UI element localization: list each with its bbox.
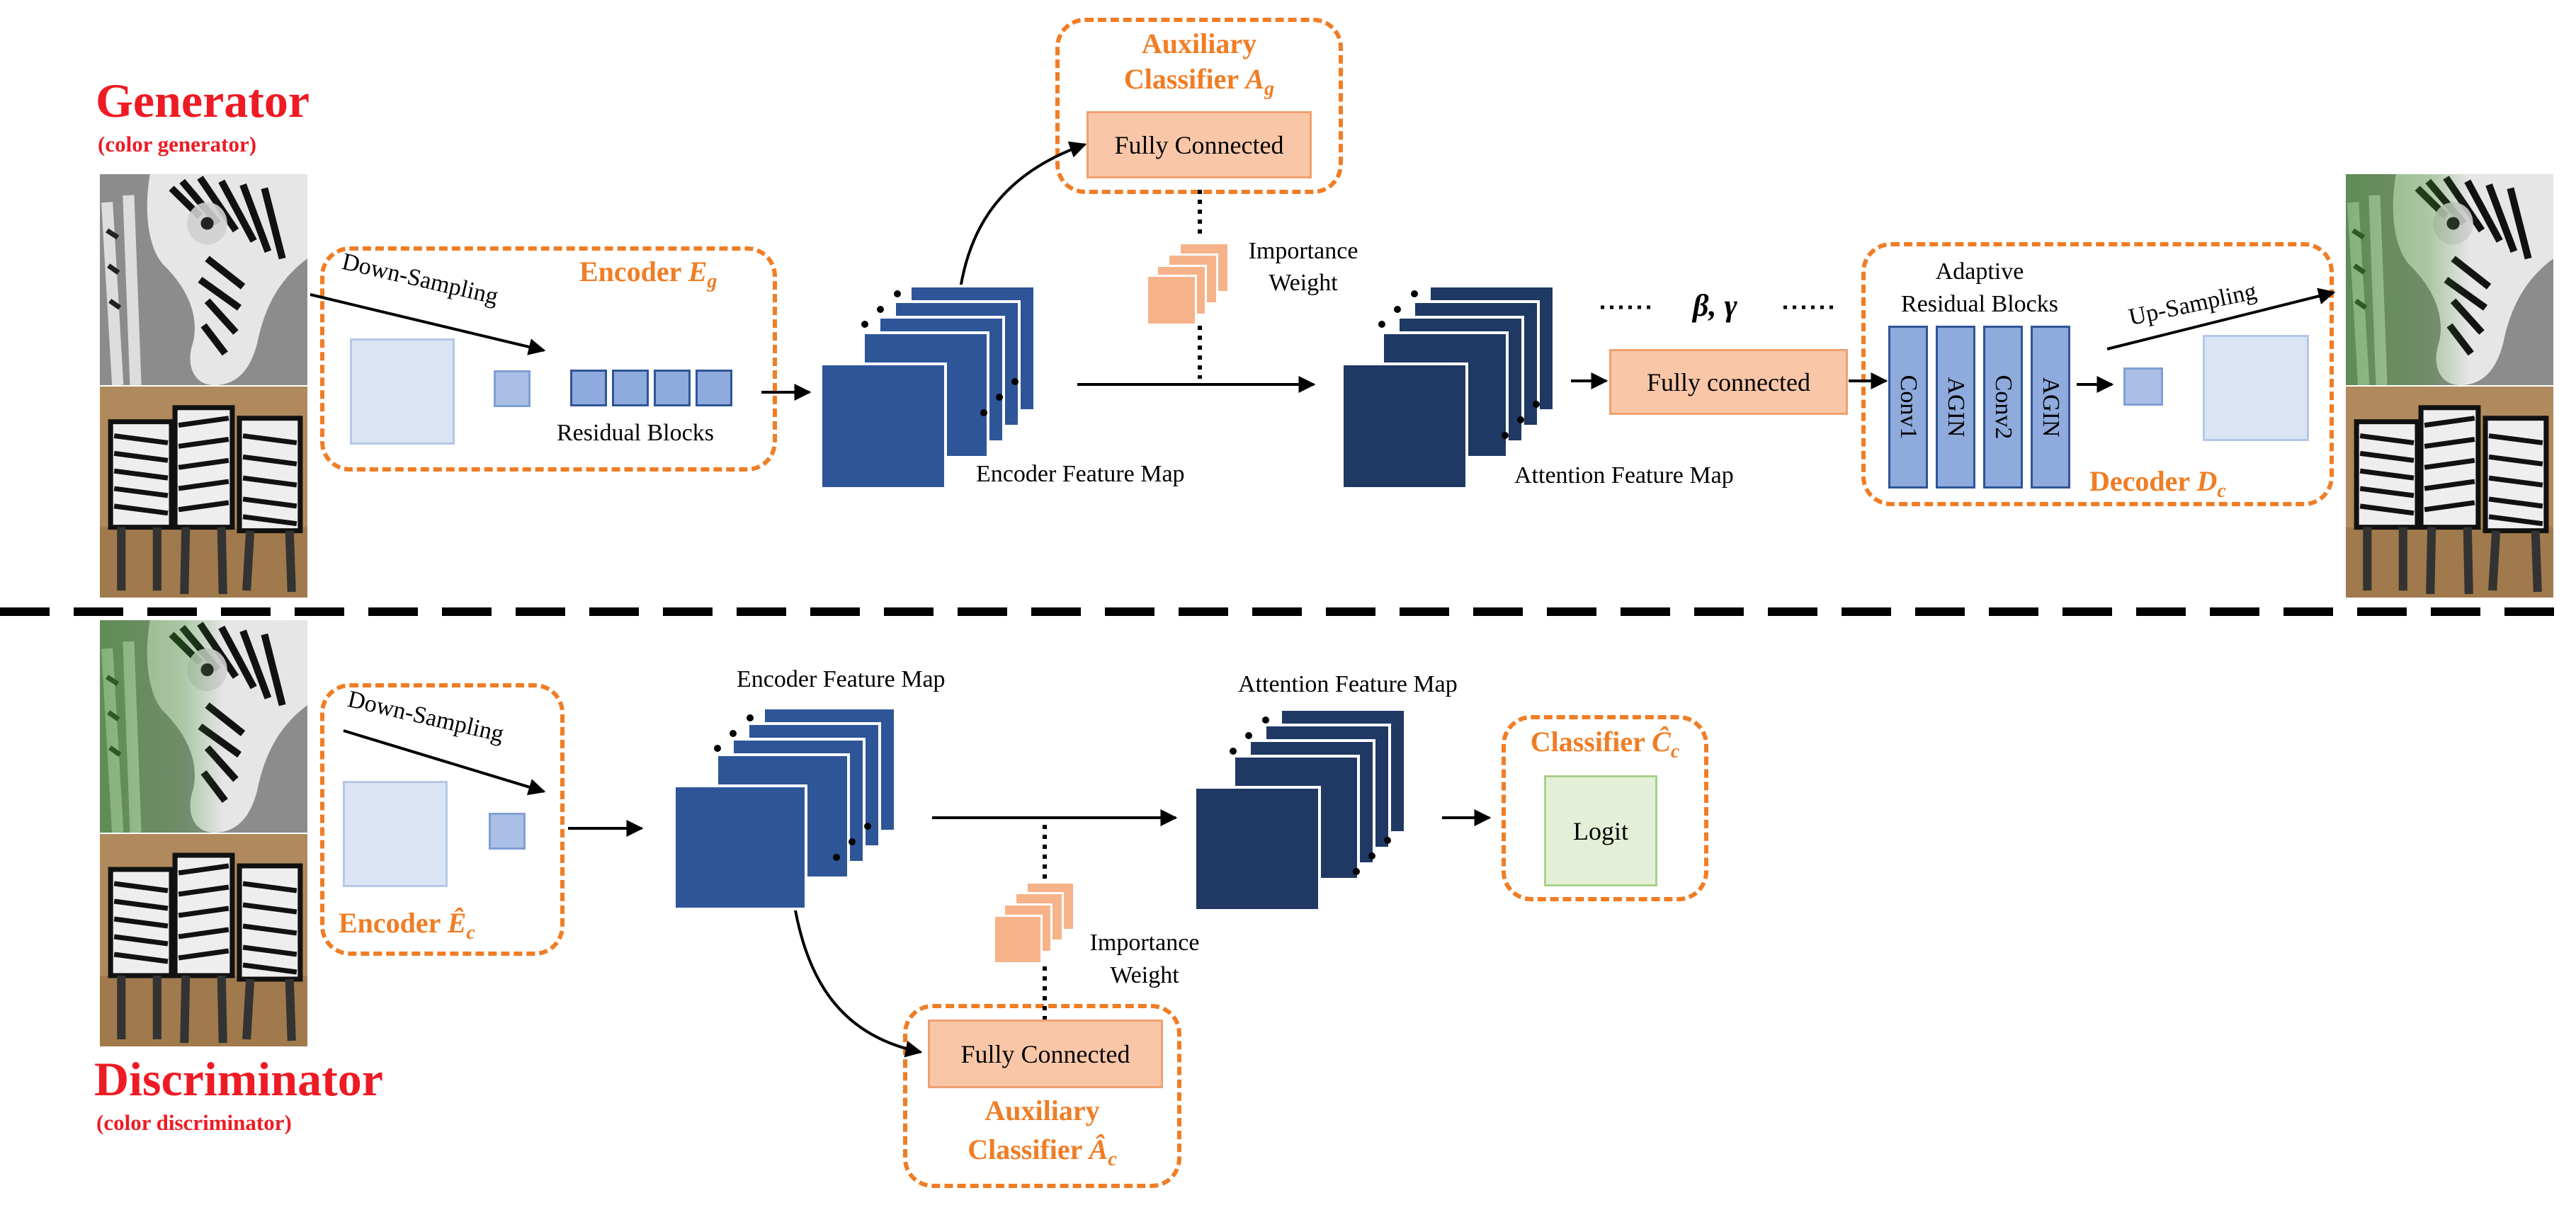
ellipsis-dot [1502, 432, 1509, 439]
ellipsis-dot [861, 321, 868, 328]
gen-fully-connected-2: Fully connected [1609, 349, 1848, 415]
conv2-block: Conv2 [1983, 326, 2023, 489]
discriminator-encoder-title: Encoder Êc [339, 907, 475, 944]
gen-importance-label-2: Weight [1269, 270, 1338, 296]
input-feature-square [350, 338, 455, 445]
ellipsis-dot [1533, 401, 1540, 408]
dis-input-feature-square [343, 781, 448, 887]
residual-blocks-label: Residual Blocks [557, 420, 714, 446]
dis-feature-map-layer-5 [673, 784, 807, 910]
generator-output-color-image [2346, 174, 2553, 385]
dis-aux-title-2: Classifier Âc [968, 1133, 1117, 1170]
beta-gamma-label: β, γ [1693, 288, 1737, 323]
ellipsis-dot [864, 823, 871, 830]
dis-attention-layer-5 [1193, 786, 1321, 912]
generator-output-herd-image [2346, 387, 2553, 598]
dis-downsampled-square [489, 813, 526, 850]
generator-input-herd-image [100, 387, 307, 598]
residual-block-3 [654, 370, 691, 406]
ellipsis-dot [1378, 321, 1385, 328]
feature-to-aux-arrow [956, 141, 1087, 312]
dis-aux-fully-connected: Fully Connected [928, 1020, 1163, 1088]
gen-aux-fully-connected: Fully Connected [1086, 111, 1312, 178]
ellipsis-dot [1394, 306, 1401, 313]
ellipsis-dot [714, 745, 721, 752]
upsample-output-square [2203, 335, 2309, 441]
adaptive-label-1: Adaptive [1935, 258, 2024, 285]
generator-decoder-title: Decoder Dc [2089, 465, 2226, 502]
importance-weight-cube [993, 915, 1043, 964]
gen-encoder-feature-map-label: Encoder Feature Map [976, 461, 1185, 487]
ellipsis-dot [849, 838, 856, 845]
upsample-input-square [2123, 367, 2163, 406]
gen-attention-feature-map-label: Attention Feature Map [1514, 462, 1734, 489]
logit-box: Logit [1544, 775, 1657, 886]
generator-input-grayscale-image [100, 174, 307, 385]
ellipsis-dot [730, 730, 737, 737]
adaptive-label-2: Residual Blocks [1901, 291, 2058, 317]
residual-block-2 [612, 370, 649, 406]
ellipsis-dot [1230, 748, 1237, 755]
discriminator-input-color-image [100, 620, 307, 833]
residual-block-4 [696, 370, 732, 406]
ellipsis-dot [1011, 378, 1019, 385]
discriminator-input-herd-image [100, 834, 307, 1046]
ellipsis-dot [877, 306, 884, 313]
ellipsis-dot [1411, 290, 1418, 297]
ellipsis-dot [1245, 732, 1252, 739]
dis-attention-feature-map-label: Attention Feature Map [1238, 671, 1458, 697]
ellipsis-dot [833, 854, 840, 861]
generator-decoder-box [1861, 242, 2334, 506]
ellipsis-dot [1384, 837, 1391, 844]
dis-classifier-title: Classifier Ĉc [1530, 726, 1680, 763]
discriminator-title: Discriminator [94, 1052, 383, 1106]
gen-importance-label-1: Importance [1248, 238, 1358, 264]
agin-block-1: AGIN [1936, 326, 1975, 489]
generator-encoder-title: Encoder Eg [579, 256, 717, 292]
dis-feature-to-aux-arrow [789, 877, 923, 1058]
down-sampling-arrow [310, 293, 546, 355]
agin-block-2: AGIN [2031, 326, 2070, 489]
ellipsis-dot [1262, 716, 1269, 724]
conv1-block: Conv1 [1888, 326, 1928, 489]
ellipsis-dot [1353, 868, 1360, 875]
discriminator-aux-classifier-box [903, 1004, 1181, 1188]
gen-aux-title-1: Auxiliary [1141, 28, 1257, 59]
dis-encoder-feature-map-label: Encoder Feature Map [737, 666, 946, 692]
generator-encoder-box [320, 246, 777, 472]
dis-importance-label-1: Importance [1089, 930, 1200, 956]
discriminator-subtitle: (color discriminator) [96, 1110, 292, 1135]
generator-title: Generator [96, 74, 310, 127]
dis-aux-title-1: Auxiliary [985, 1095, 1100, 1126]
gen-aux-title-2: Classifier Ag [1123, 63, 1275, 100]
discriminator-encoder-box [320, 683, 564, 956]
importance-weight-cube [1146, 275, 1197, 326]
generator-subtitle: (color generator) [98, 132, 257, 156]
up-sampling-arrow [2106, 287, 2336, 350]
gen-attention-layer-5 [1341, 362, 1468, 490]
dis-down-sampling-arrow [343, 729, 546, 796]
ellipsis-dot [1517, 416, 1524, 423]
discriminator-classifier-box [1502, 715, 1708, 901]
downsampled-feature-square [494, 370, 530, 407]
dis-importance-label-2: Weight [1110, 962, 1179, 988]
residual-block-1 [570, 370, 607, 406]
ellipsis-dot [980, 409, 987, 416]
ellipsis-dot [996, 394, 1003, 401]
ellipsis-dot [747, 714, 754, 721]
ellipsis-dot [894, 290, 901, 297]
gen-feature-map-layer-5 [819, 362, 947, 490]
ellipsis-dot [1368, 852, 1375, 860]
